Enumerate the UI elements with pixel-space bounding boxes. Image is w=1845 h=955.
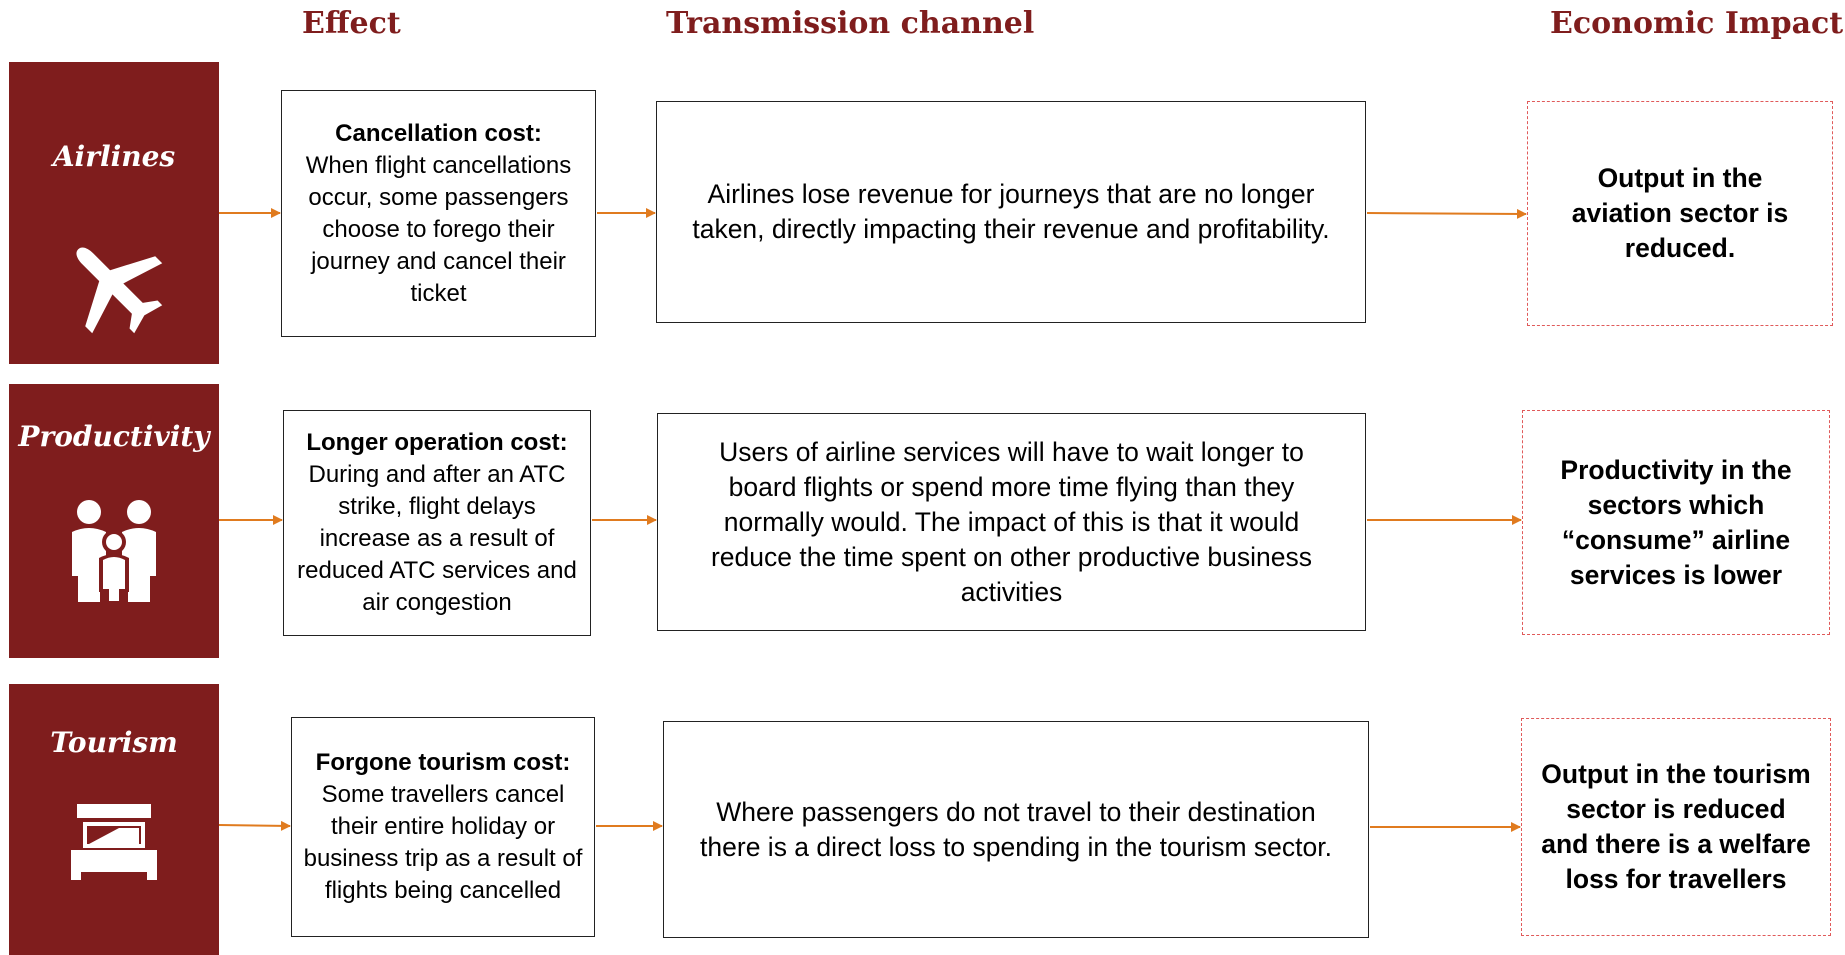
header-effect: Effect [302,6,401,41]
category-airlines: Airlines [9,62,219,364]
category-tourism: Tourism [9,684,219,955]
transmission-box-airlines: Airlines lose revenue for journeys that … [656,101,1366,323]
arrow-airlines-impact [1366,208,1527,219]
effect-title: Cancellation cost: [335,119,542,147]
effect-title: Forgone tourism cost: [315,749,571,776]
impact-box-airlines: Output in the aviation sector is reduced… [1527,101,1833,326]
effect-text: During and after an ATC strike, flight d… [297,461,577,616]
effect-box-productivity: Longer operation cost: During and after … [283,410,591,636]
bed-icon [69,802,159,887]
category-productivity: Productivity [9,384,219,658]
category-label: Productivity [18,420,210,453]
effect-text: Some travellers cancel their entire holi… [303,781,583,904]
impact-box-tourism: Output in the tourism sector is reduced … [1521,718,1831,936]
arrow-tourism-effect [218,820,291,831]
effect-box-airlines: Cancellation cost: When flight cancellati… [281,90,596,337]
category-label: Airlines [52,140,176,173]
family-icon [66,498,162,609]
transmission-box-productivity: Users of airline services will have to w… [657,413,1366,631]
transmission-box-tourism: Where passengers do not travel to their … [663,721,1369,938]
header-impact: Economic Impact [1550,6,1844,41]
effect-box-tourism: Forgone tourism cost: Some travellers ca… [291,717,595,937]
header-transmission: Transmission channel [666,6,1035,41]
impact-box-productivity: Productivity in the sectors which “consu… [1522,410,1830,635]
category-label: Tourism [50,726,178,759]
effect-title: Longer operation cost: [306,429,568,456]
airplane-icon [59,230,169,345]
effect-text: When flight cancellations occur, some pa… [305,151,572,307]
